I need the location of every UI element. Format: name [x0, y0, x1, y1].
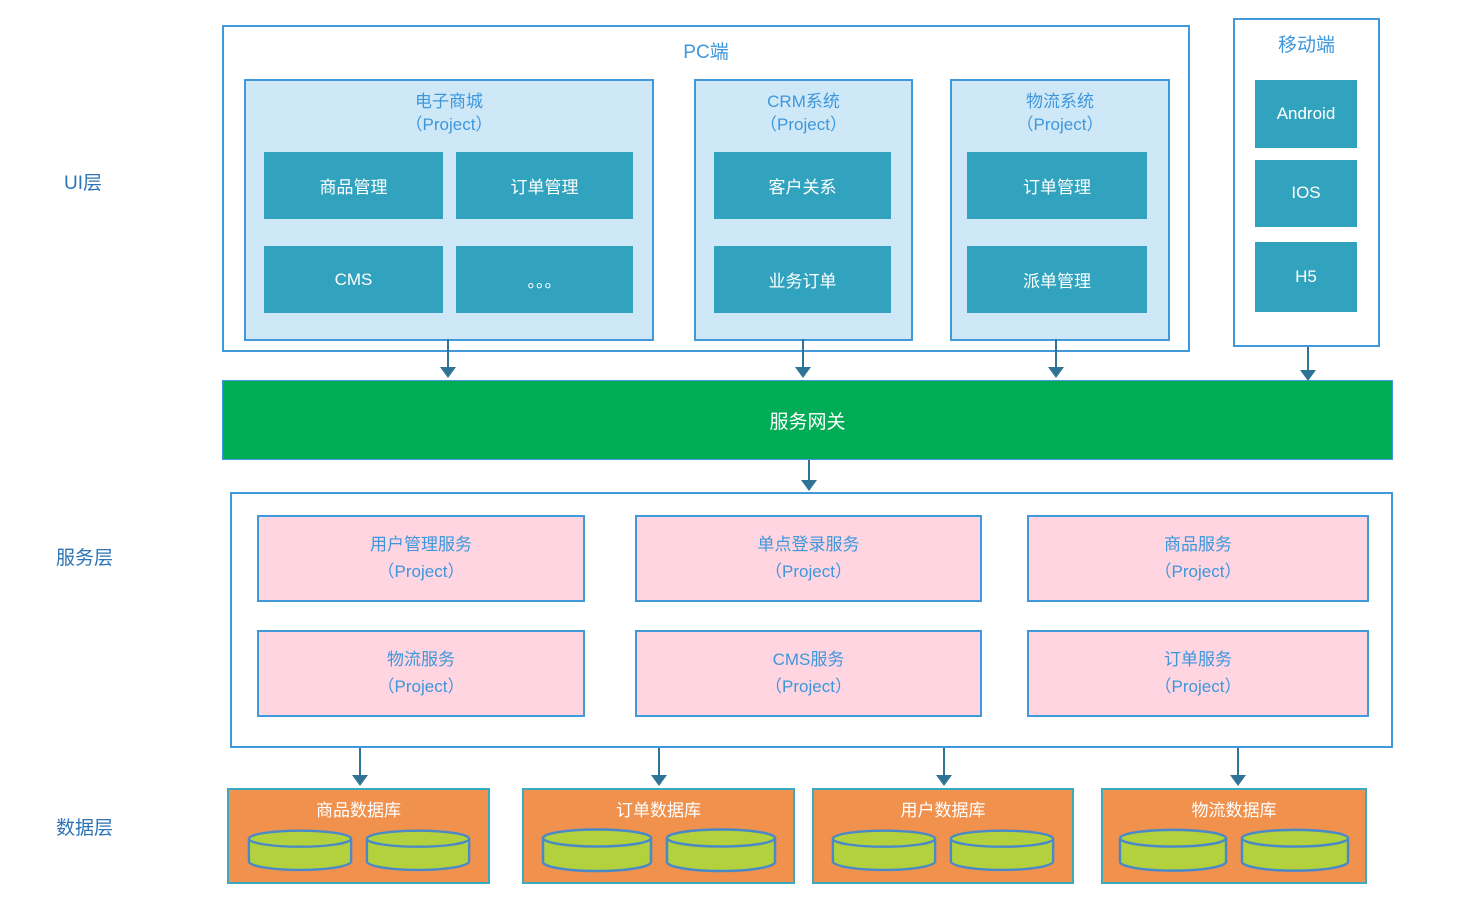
arrow-services-to-logistics-db: [1230, 748, 1246, 786]
service-layer-container: 用户管理服务 （Project） 单点登录服务 （Project） 商品服务 （…: [230, 492, 1393, 748]
module-order-management: 订单管理: [967, 152, 1147, 219]
service-name: 商品服务: [1164, 535, 1232, 555]
project-subtitle: （Project）: [405, 114, 493, 134]
service-subtitle: （Project）: [377, 676, 465, 696]
service-order: 订单服务 （Project）: [1027, 630, 1369, 717]
database-cylinder-icon: [665, 828, 776, 873]
module-label: IOS: [1291, 183, 1321, 203]
database-cylinder-icon: [365, 829, 470, 872]
arrow-logistics-to-gateway: [1048, 339, 1064, 378]
service-layer-label: 服务层: [56, 548, 114, 569]
database-cylinder-icon: [1240, 828, 1350, 872]
module-android: Android: [1255, 80, 1357, 148]
arrow-gateway-to-services: [801, 460, 817, 491]
service-cms: CMS服务 （Project）: [635, 630, 982, 717]
cylinder-row: [229, 828, 488, 874]
service-subtitle: （Project）: [765, 676, 852, 696]
service-name: 订单服务: [1164, 650, 1232, 670]
service-name: CMS服务: [772, 650, 845, 670]
arrow-mobile-to-gateway: [1300, 347, 1316, 381]
module-customer-relations: 客户关系: [714, 152, 891, 219]
module-dispatch-management: 派单管理: [967, 246, 1147, 313]
module-cms: CMS: [264, 246, 443, 313]
data-layer-label: 数据层: [56, 818, 114, 839]
module-business-orders: 业务订单: [714, 246, 891, 313]
service-subtitle: （Project）: [1154, 676, 1242, 696]
service-user-management: 用户管理服务 （Project）: [257, 515, 585, 602]
arrow-crm-to-gateway: [795, 339, 811, 378]
database-cylinder-icon: [831, 829, 937, 872]
service-name: 用户管理服务: [370, 535, 472, 555]
database-name: 商品数据库: [316, 801, 401, 820]
database-name: 物流数据库: [1191, 801, 1277, 820]
project-subtitle: （Project）: [760, 114, 847, 134]
project-crm-system: CRM系统 （Project） 客户关系 业务订单: [694, 79, 913, 341]
arrow-services-to-order-db: [651, 748, 667, 786]
service-gateway-bar: 服务网关: [222, 380, 1393, 460]
module-h5: H5: [1255, 242, 1357, 312]
module-ellipsis: 。。。: [456, 246, 633, 313]
project-name: CRM系统: [767, 92, 840, 111]
project-subtitle: （Project）: [1016, 114, 1104, 134]
arrow-ecommerce-to-gateway: [440, 339, 456, 378]
arrow-services-to-product-db: [352, 748, 368, 786]
service-name: 单点登录服务: [757, 535, 860, 555]
project-logistics-system: 物流系统 （Project） 订单管理 派单管理: [950, 79, 1170, 341]
database-name: 用户数据库: [900, 801, 986, 820]
database-cylinder-icon: [541, 828, 652, 873]
service-subtitle: （Project）: [377, 561, 465, 581]
module-label: Android: [1276, 103, 1336, 123]
cylinder-row: [1103, 828, 1365, 874]
service-single-sign-on: 单点登录服务 （Project）: [635, 515, 982, 602]
database-user: 用户数据库: [812, 788, 1074, 884]
mobile-container: 移动端 Android IOS H5: [1233, 18, 1380, 347]
module-ios: IOS: [1255, 160, 1357, 227]
project-ecommerce-mall: 电子商城 （Project） 商品管理 订单管理 CMS 。。。: [244, 79, 654, 341]
service-subtitle: （Project）: [1154, 561, 1242, 581]
cylinder-row: [524, 828, 793, 874]
module-product-management: 商品管理: [264, 152, 443, 219]
service-logistics: 物流服务 （Project）: [257, 630, 585, 717]
module-label: H5: [1295, 266, 1317, 286]
project-name: 物流系统: [1026, 92, 1094, 111]
cylinder-row: [814, 828, 1072, 874]
database-name: 订单数据库: [616, 801, 701, 820]
database-order: 订单数据库: [522, 788, 795, 884]
database-product: 商品数据库: [227, 788, 490, 884]
service-product: 商品服务 （Project）: [1027, 515, 1369, 602]
database-cylinder-icon: [949, 829, 1055, 872]
pc-title: PC端: [683, 42, 729, 63]
pc-container: PC端 电子商城 （Project） 商品管理 订单管理 CMS 。。。 CRM…: [222, 25, 1190, 352]
ui-layer-label: UI层: [64, 173, 103, 194]
mobile-title: 移动端: [1277, 35, 1335, 56]
database-cylinder-icon: [247, 829, 352, 872]
database-cylinder-icon: [1118, 828, 1228, 872]
module-order-management: 订单管理: [456, 152, 633, 219]
database-logistics: 物流数据库: [1101, 788, 1367, 884]
service-subtitle: （Project）: [765, 561, 852, 581]
project-name: 电子商城: [415, 92, 483, 111]
arrow-services-to-user-db: [936, 748, 952, 786]
service-name: 物流服务: [387, 650, 455, 670]
